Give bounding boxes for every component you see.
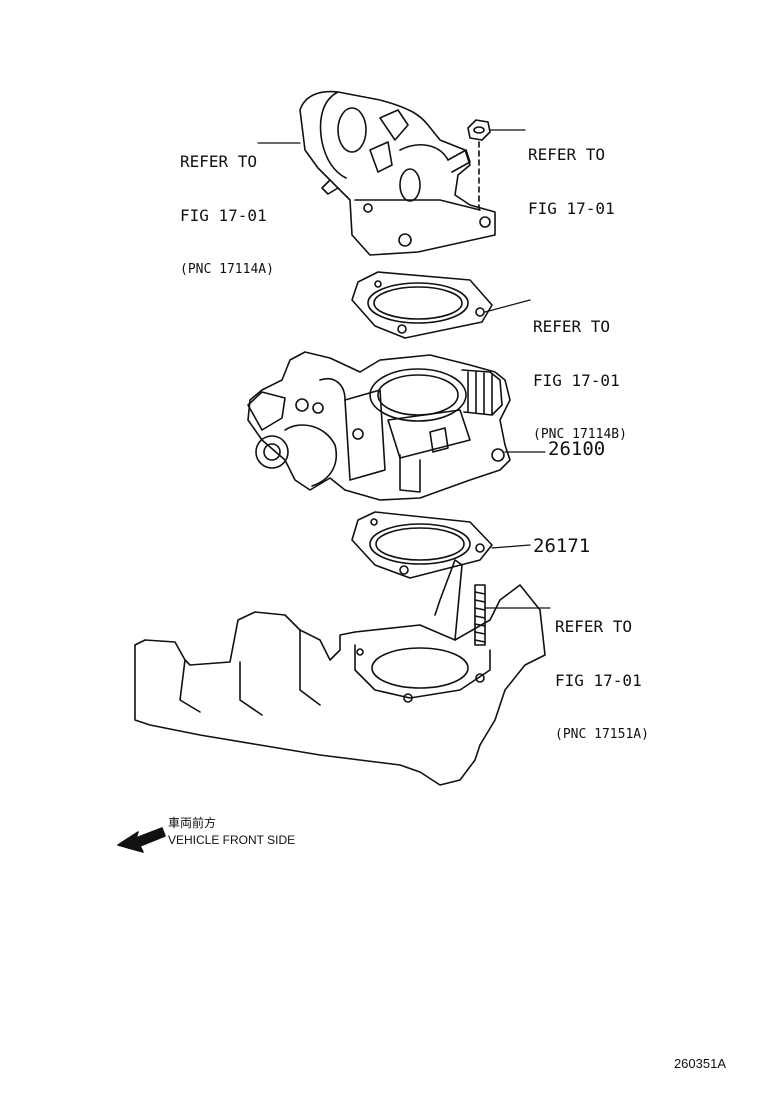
direction-english: VEHICLE FRONT SIDE bbox=[168, 833, 296, 847]
intake-manifold bbox=[134, 559, 546, 786]
upper-gasket bbox=[351, 271, 493, 339]
lower-gasket bbox=[351, 511, 493, 579]
nut bbox=[467, 119, 491, 213]
callout-water-inlet-line1: REFER TO bbox=[180, 152, 258, 171]
callout-upper-gasket: REFER TO FIG 17-01 (PNC 17114B) bbox=[533, 282, 627, 462]
callout-nut: REFER TO FIG 17-01 bbox=[528, 110, 615, 236]
direction-label: 車両前方 VEHICLE FRONT SIDE bbox=[168, 815, 295, 849]
direction-japanese: 車両前方 bbox=[168, 816, 217, 830]
callout-water-inlet-pnc: (PNC 17114A) bbox=[180, 262, 274, 277]
callout-nut-line1: REFER TO bbox=[528, 145, 606, 164]
callout-water-inlet-line2: FIG 17-01 bbox=[180, 206, 267, 225]
throttle-body bbox=[247, 351, 511, 501]
vehicle-front-arrow bbox=[117, 827, 166, 853]
callout-upper-gasket-pnc: (PNC 17114B) bbox=[533, 427, 627, 442]
part-number-lower-gasket: 26171 bbox=[533, 535, 591, 557]
callout-water-inlet: REFER TO FIG 17-01 (PNC 17114A) bbox=[180, 117, 274, 297]
callout-stud-line1: REFER TO bbox=[555, 617, 633, 636]
callout-upper-gasket-line2: FIG 17-01 bbox=[533, 371, 620, 390]
callout-upper-gasket-line1: REFER TO bbox=[533, 317, 611, 336]
water-inlet-housing bbox=[299, 90, 496, 256]
callout-stud-pnc: (PNC 17151A) bbox=[555, 727, 649, 742]
figure-code: 260351A bbox=[673, 1056, 726, 1071]
part-number-throttle-body: 26100 bbox=[548, 438, 606, 460]
stud bbox=[474, 584, 486, 646]
leader-lines bbox=[257, 129, 551, 609]
callout-nut-line2: FIG 17-01 bbox=[528, 199, 615, 218]
callout-stud: REFER TO FIG 17-01 (PNC 17151A) bbox=[555, 582, 649, 762]
callout-stud-line2: FIG 17-01 bbox=[555, 671, 642, 690]
